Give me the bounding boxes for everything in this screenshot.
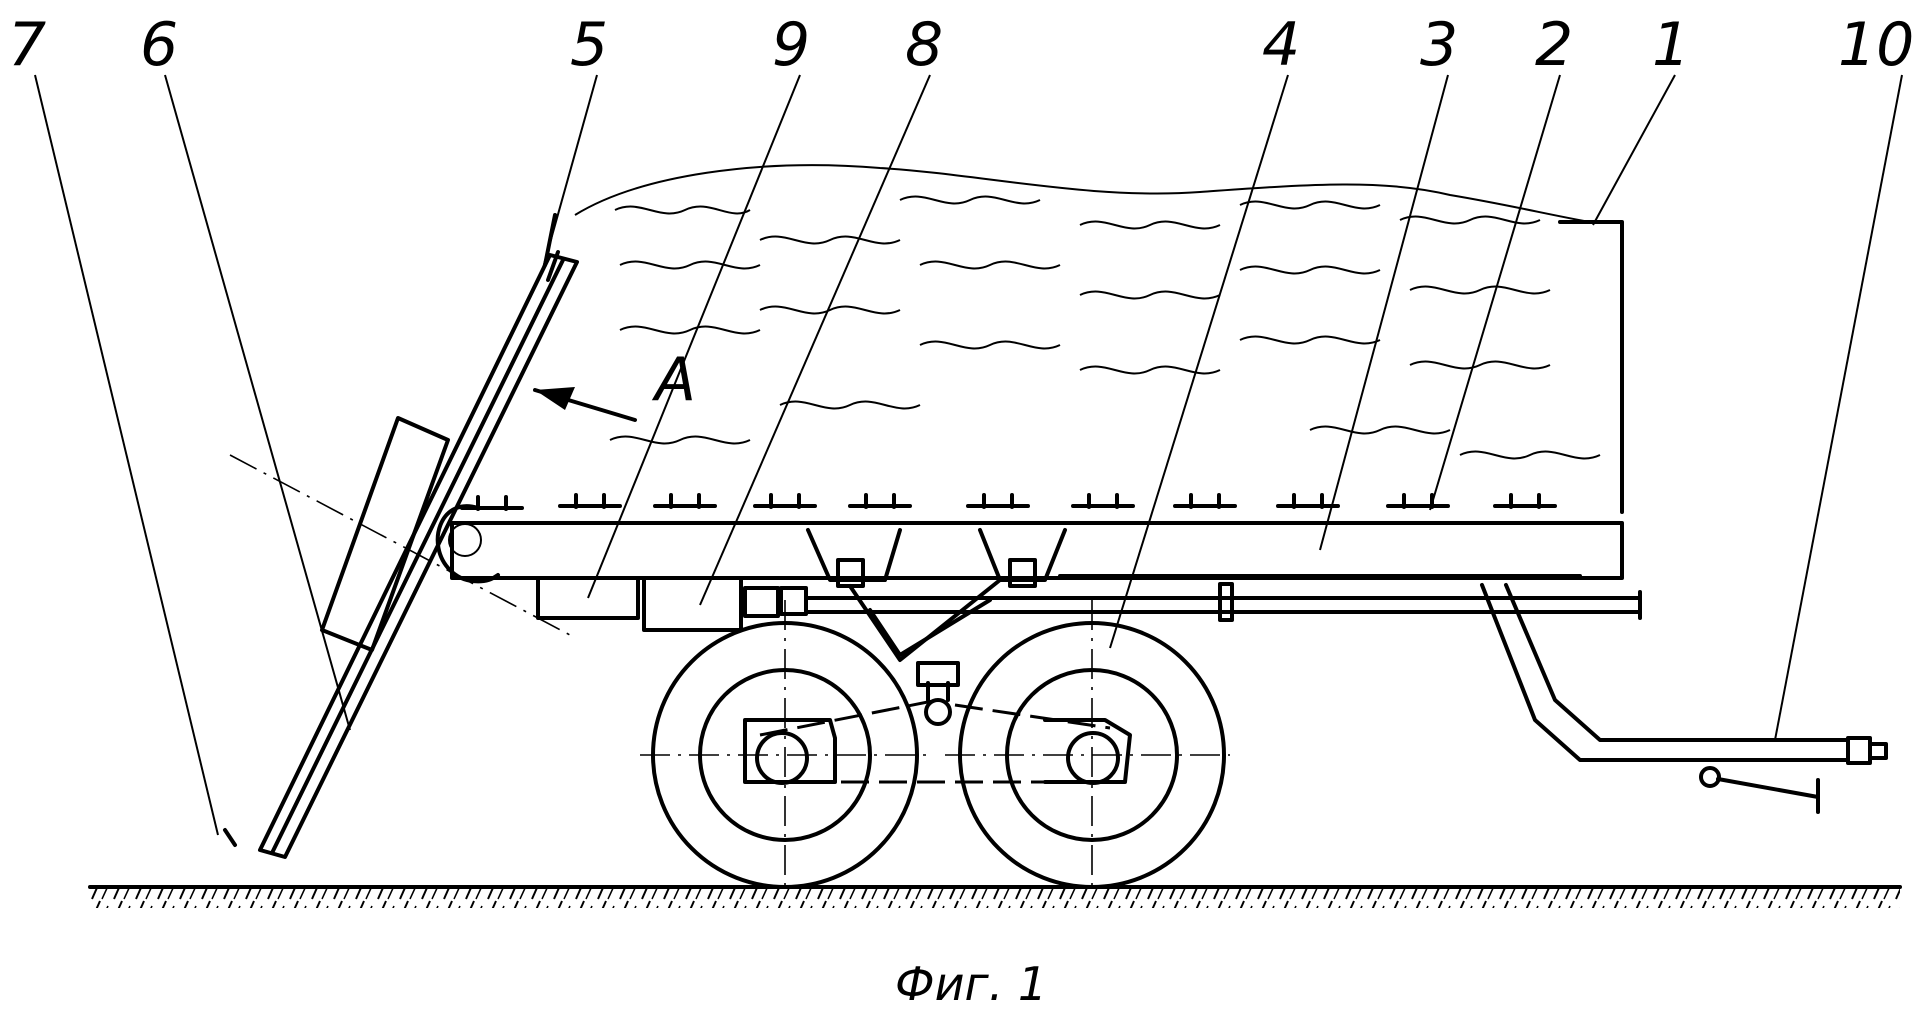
callout-6: 6	[140, 10, 178, 80]
callout-3: 3	[1420, 10, 1458, 80]
callout-10: 10	[1838, 10, 1914, 80]
callout-9: 9	[772, 10, 810, 80]
ground	[88, 885, 1902, 908]
drive-units	[536, 576, 808, 632]
unloading-conveyor	[223, 213, 579, 859]
trailer-body	[1558, 220, 1624, 514]
figure-caption: Фиг. 1	[895, 957, 1047, 1011]
suspension	[806, 528, 1067, 726]
wheel-centerlines	[640, 600, 1230, 890]
callout-8: 8	[905, 10, 943, 80]
callout-5: 5	[570, 10, 608, 80]
leader-lines	[34, 74, 1903, 836]
hydraulic-line	[804, 582, 1642, 622]
callout-7: 7	[8, 10, 46, 80]
callout-2: 2	[1535, 10, 1573, 80]
view-arrow: A	[533, 345, 696, 422]
callout-1: 1	[1652, 10, 1690, 80]
axle-beams	[743, 698, 1132, 784]
centerline	[229, 454, 571, 636]
callout-4: 4	[1262, 10, 1300, 80]
callouts: 7 6 5 9 8 4 3 2 1 10	[8, 10, 1914, 80]
cargo-load	[574, 164, 1601, 460]
view-label: A	[651, 345, 696, 415]
drawbar	[1480, 583, 1888, 814]
